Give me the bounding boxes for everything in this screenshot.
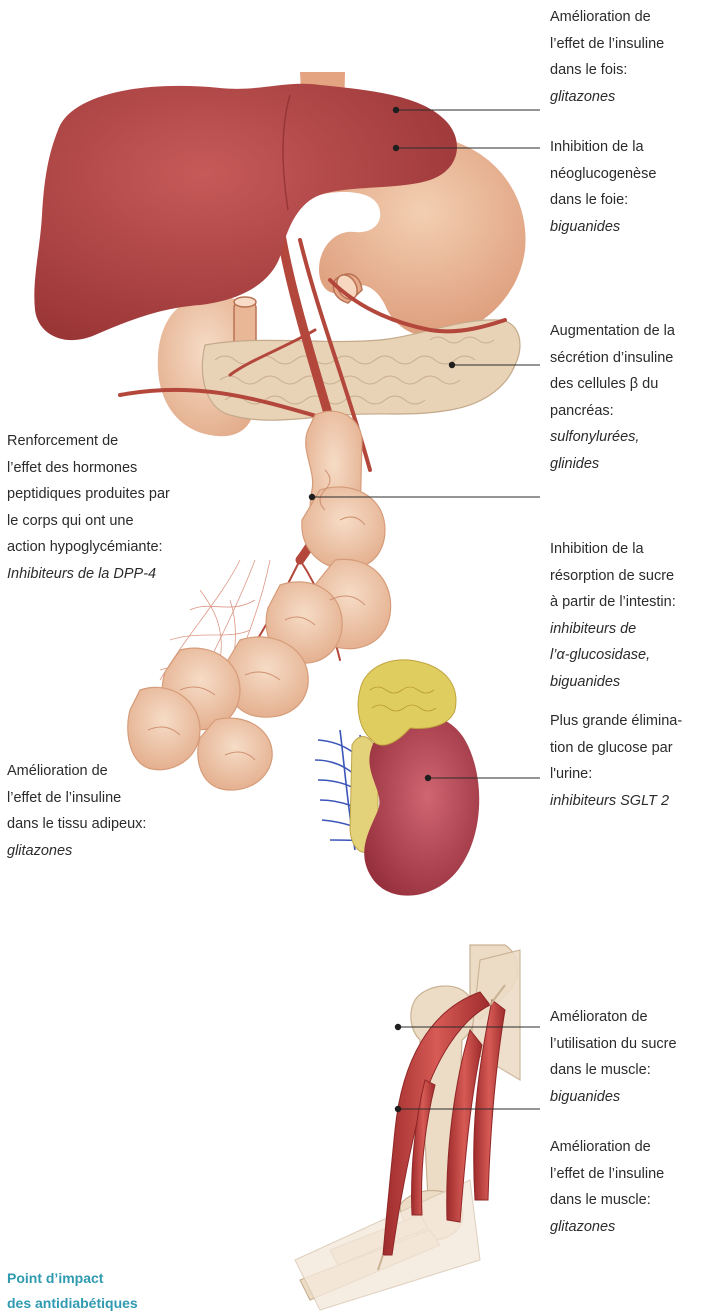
annotation-intestine: Inhibition de la résorption de sucre à p… xyxy=(550,536,676,695)
annotation-drug: glitazones xyxy=(7,838,146,865)
annotation-drug: sulfonylurées, xyxy=(550,424,675,451)
annotation-line: l’effet de l’insuline xyxy=(550,1161,664,1188)
annotation-line: Amélioraton de xyxy=(550,1004,677,1031)
annotation-line: pancréas: xyxy=(550,398,675,425)
annotation-line: le corps qui ont une xyxy=(7,508,170,535)
annotation-line: l'urine: xyxy=(550,761,682,788)
annotation-line: tion de glucose par xyxy=(550,735,682,762)
annotation-kidney: Plus grande élimina- tion de glucose par… xyxy=(550,708,682,814)
annotation-line: l’utilisation du sucre xyxy=(550,1031,677,1058)
annotation-drug: Inhibiteurs de la DPP-4 xyxy=(7,561,170,588)
annotation-line: Amélioration de xyxy=(550,1134,664,1161)
annotation-line: sécrétion d’insuline xyxy=(550,345,675,372)
annotation-line: peptidiques produites par xyxy=(7,481,170,508)
annotation-line: Plus grande élimina- xyxy=(550,708,682,735)
caption-line: des antidiabétiques xyxy=(7,1291,138,1316)
annotation-drug: glitazones xyxy=(550,84,664,111)
annotation-line: Renforcement de xyxy=(7,428,170,455)
annotation-pancreas: Augmentation de la sécrétion d’insuline … xyxy=(550,318,675,477)
annotation-line: résorption de sucre xyxy=(550,563,676,590)
annotation-drug: biguanides xyxy=(550,1084,677,1111)
annotation-line: dans le tissu adipeux: xyxy=(7,811,146,838)
annotation-line: dans le muscle: xyxy=(550,1057,677,1084)
annotation-line: Amélioration de xyxy=(7,758,146,785)
caption-line: Point d’impact xyxy=(7,1266,138,1291)
annotation-line: dans le foie: xyxy=(550,187,656,214)
annotation-line: dans le fois: xyxy=(550,57,664,84)
annotation-drug: biguanides xyxy=(550,214,656,241)
annotation-drug: l’α-glucosidase, xyxy=(550,642,676,669)
annotation-line: l’effet des hormones xyxy=(7,455,170,482)
annotation-adipose: Amélioration de l’effet de l’insuline da… xyxy=(7,758,146,864)
annotation-line: néoglucogenèse xyxy=(550,161,656,188)
duodenum-tube-opening xyxy=(234,297,256,307)
annotation-line: Amélioration de xyxy=(550,4,664,31)
annotation-drug: glinides xyxy=(550,451,675,478)
annotation-line: Augmentation de la xyxy=(550,318,675,345)
annotation-line: l’effet de l’insuline xyxy=(7,785,146,812)
annotation-muscle-sugar: Amélioraton de l’utilisation du sucre da… xyxy=(550,1004,677,1110)
annotation-line: Inhibition de la xyxy=(550,536,676,563)
annotation-line: l’effet de l’insuline xyxy=(550,31,664,58)
annotation-incretins: Renforcement de l’effet des hormones pep… xyxy=(7,428,170,587)
annotation-muscle-insulin: Amélioration de l’effet de l’insuline da… xyxy=(550,1134,664,1240)
annotation-drug: glitazones xyxy=(550,1214,664,1241)
annotation-liver-neoglucogenesis: Inhibition de la néoglucogenèse dans le … xyxy=(550,134,656,240)
annotation-line: dans le muscle: xyxy=(550,1187,664,1214)
annotation-line: à partir de l’intestin: xyxy=(550,589,676,616)
annotation-drug: inhibiteurs SGLT 2 xyxy=(550,788,682,815)
annotation-line: action hypoglycémiante: xyxy=(7,534,170,561)
annotation-line: Inhibition de la xyxy=(550,134,656,161)
annotation-line: des cellules β du xyxy=(550,371,675,398)
annotation-liver-insulin: Amélioration de l’effet de l’insuline da… xyxy=(550,4,664,110)
annotation-drug: biguanides xyxy=(550,669,676,696)
figure-caption: Point d’impact des antidiabétiques xyxy=(7,1266,138,1316)
annotation-drug: inhibiteurs de xyxy=(550,616,676,643)
